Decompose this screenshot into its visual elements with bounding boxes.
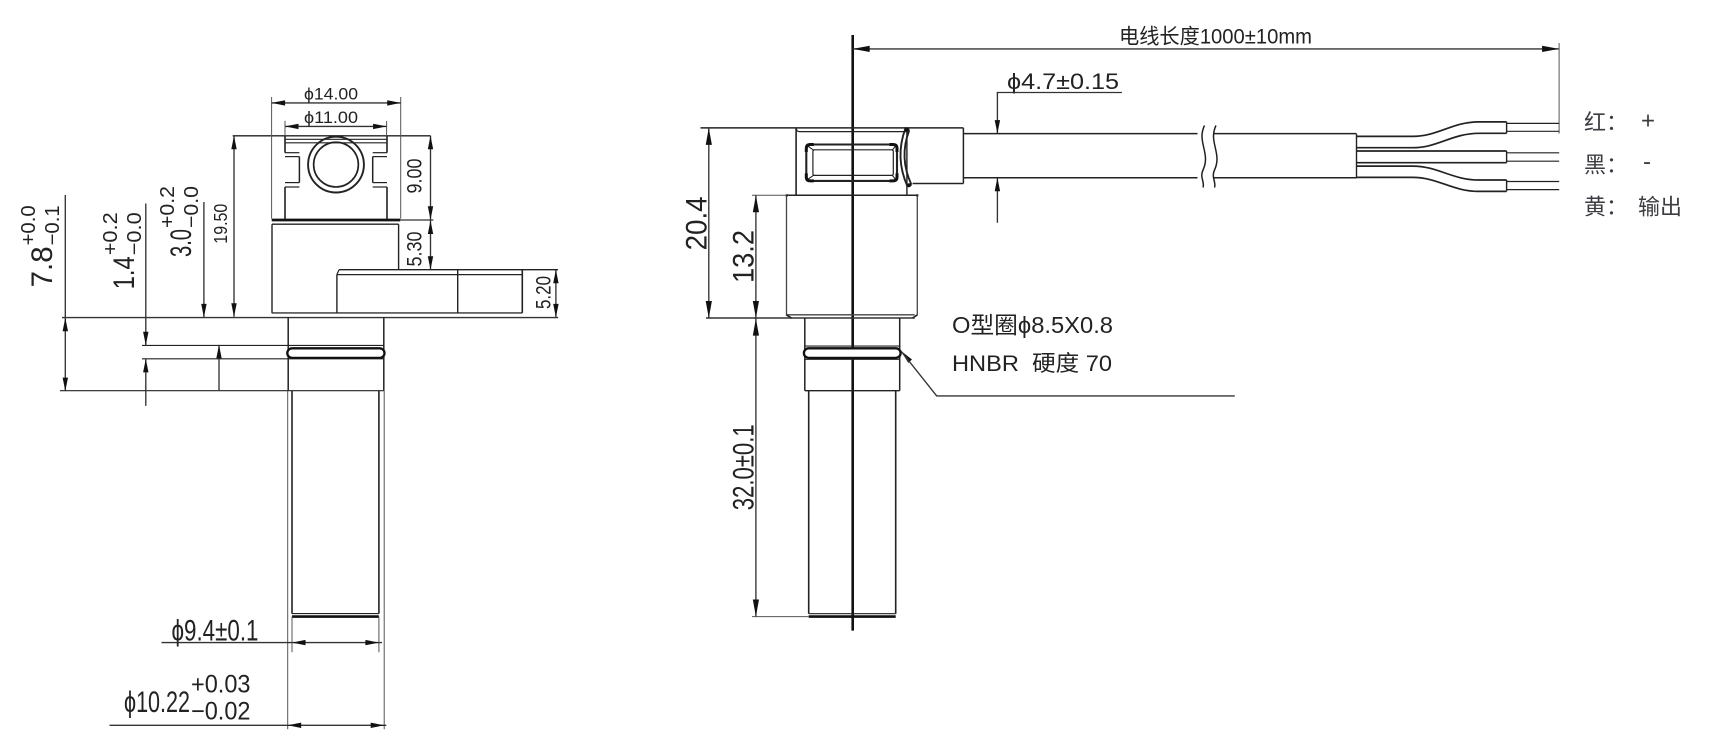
svg-text:+0.2: +0.2: [157, 186, 179, 228]
svg-text:黑：: 黑：: [1584, 153, 1628, 178]
svg-text:ϕ10.22: ϕ10.22: [124, 686, 190, 719]
svg-text:−0.0: −0.0: [124, 212, 146, 255]
svg-text:5.30: 5.30: [404, 232, 427, 267]
svg-text:+0.03: +0.03: [191, 671, 251, 699]
svg-text:9.00: 9.00: [404, 159, 427, 194]
svg-text:+0.2: +0.2: [100, 212, 122, 255]
svg-text:3.0: 3.0: [165, 229, 198, 257]
svg-text:7.8: 7.8: [26, 246, 59, 287]
svg-text:黄：: 黄：: [1584, 195, 1628, 220]
svg-text:ϕ14.00: ϕ14.00: [304, 85, 358, 104]
svg-text:19.50: 19.50: [211, 204, 231, 244]
svg-text:电线长度1000±10mm: 电线长度1000±10mm: [1119, 26, 1312, 49]
svg-text:20.4: 20.4: [681, 196, 714, 250]
svg-text:−0.1: −0.1: [42, 205, 64, 245]
svg-text:ϕ9.4±0.1: ϕ9.4±0.1: [172, 615, 259, 648]
svg-text:输出: 输出: [1638, 195, 1682, 220]
svg-text:32.0±0.1: 32.0±0.1: [728, 424, 761, 510]
svg-text:ϕ4.7±0.15: ϕ4.7±0.15: [1007, 69, 1119, 94]
svg-text:+0.0: +0.0: [18, 205, 40, 245]
svg-text:-: -: [1643, 149, 1651, 176]
svg-text:1.4: 1.4: [108, 256, 141, 289]
svg-text:+: +: [1641, 108, 1655, 135]
svg-text:13.2: 13.2: [728, 230, 761, 283]
svg-text:−0.02: −0.02: [191, 698, 251, 726]
svg-text:5.20: 5.20: [533, 276, 556, 309]
svg-text:−0.0: −0.0: [181, 186, 203, 228]
svg-text:HNBR 硬度 70: HNBR 硬度 70: [952, 351, 1112, 376]
svg-text:红：: 红：: [1584, 110, 1628, 135]
svg-text:O型圈ϕ8.5X0.8: O型圈ϕ8.5X0.8: [952, 312, 1113, 338]
svg-text:ϕ11.00: ϕ11.00: [304, 108, 358, 127]
